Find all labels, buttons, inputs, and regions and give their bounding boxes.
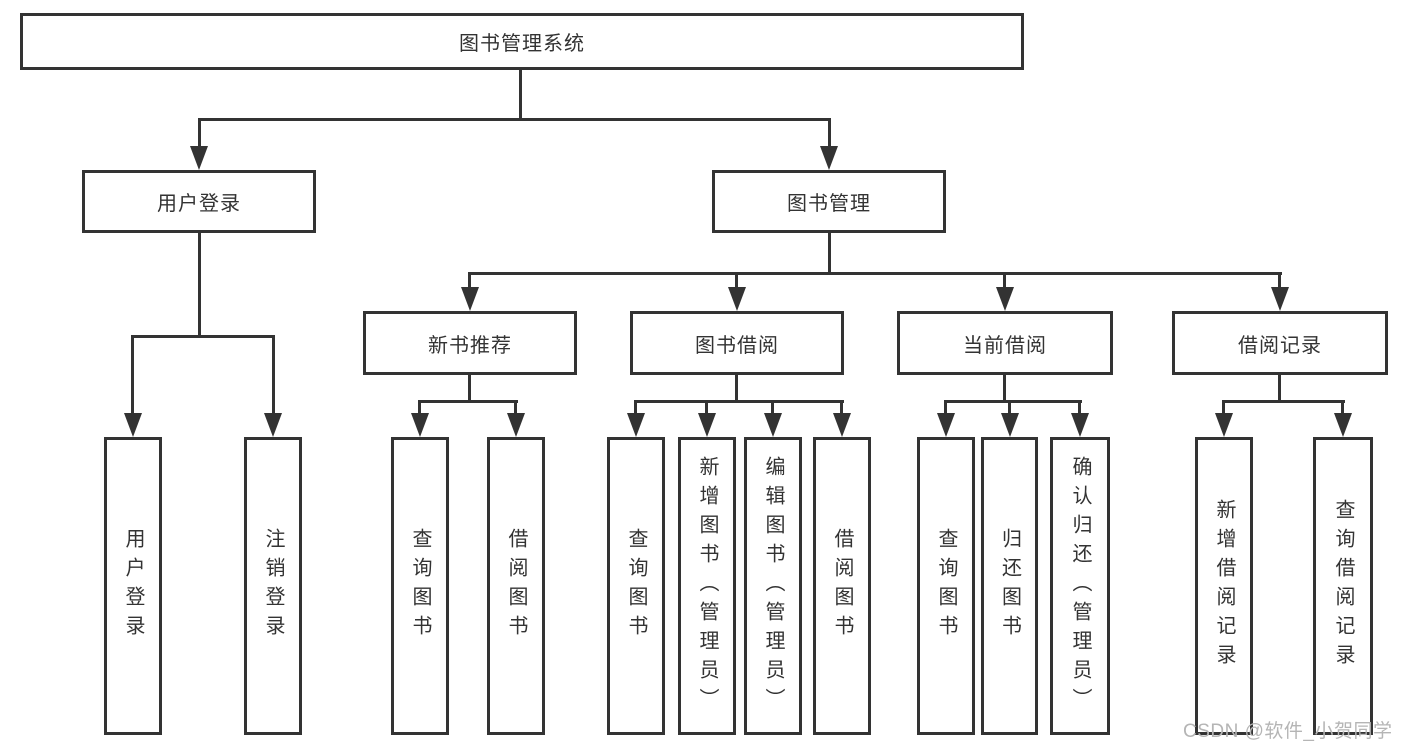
connector-vline: [735, 275, 738, 287]
connector-vline: [771, 403, 774, 413]
connector-vline: [418, 403, 421, 413]
node-label: 确认归还（管理员）: [1069, 455, 1091, 717]
connector-vline: [1222, 403, 1225, 413]
arrow-down-icon: [627, 413, 645, 437]
leaf-user-login: 用户登录: [104, 437, 162, 735]
connector-hline: [634, 400, 844, 403]
arrow-down-icon: [1271, 287, 1289, 311]
arrow-down-icon: [1215, 413, 1233, 437]
node-label: 查询图书: [625, 528, 647, 644]
connector-vline: [735, 375, 738, 403]
leaf-return-books: 归还图书: [981, 437, 1038, 735]
node-label: 借阅记录: [1238, 334, 1322, 357]
node-borrow-records: 借阅记录: [1172, 311, 1388, 375]
arrow-down-icon: [728, 287, 746, 311]
connector-vline: [840, 403, 843, 413]
connector-vline: [1003, 375, 1006, 403]
connector-vline: [519, 70, 522, 121]
arrow-down-icon: [698, 413, 716, 437]
node-label: 图书借阅: [695, 334, 779, 357]
node-user-login: 用户登录: [82, 170, 316, 233]
node-label: 当前借阅: [963, 334, 1047, 357]
connector-vline: [634, 403, 637, 413]
connector-vline: [514, 403, 517, 413]
arrow-down-icon: [1001, 413, 1019, 437]
csdn-watermark: CSDN @软件_小贺同学: [1183, 721, 1393, 742]
connector-vline: [1341, 403, 1344, 413]
node-label: 新书推荐: [428, 334, 512, 357]
node-current-borrow: 当前借阅: [897, 311, 1113, 375]
arrow-down-icon: [124, 413, 142, 437]
leaf-query-books-borrow: 查询图书: [607, 437, 665, 735]
connector-vline: [944, 403, 947, 413]
node-label: 借阅图书: [831, 528, 853, 644]
node-label: 查询借阅记录: [1332, 499, 1354, 673]
node-root: 图书管理系统: [20, 13, 1024, 70]
arrow-down-icon: [1071, 413, 1089, 437]
connector-vline: [198, 233, 201, 337]
connector-hline: [198, 118, 831, 121]
connector-hline: [468, 272, 1282, 275]
connector-hline: [418, 400, 518, 403]
arrow-down-icon: [1334, 413, 1352, 437]
connector-vline: [828, 121, 831, 146]
connector-vline: [1008, 403, 1011, 413]
arrow-down-icon: [833, 413, 851, 437]
leaf-query-books-current: 查询图书: [917, 437, 975, 735]
arrow-down-icon: [507, 413, 525, 437]
node-label: 注销登录: [262, 528, 284, 644]
connector-hline: [1222, 400, 1345, 403]
arrow-down-icon: [820, 146, 838, 170]
connector-vline: [1078, 403, 1081, 413]
connector-vline: [468, 275, 471, 287]
leaf-logout: 注销登录: [244, 437, 302, 735]
node-book-management: 图书管理: [712, 170, 946, 233]
leaf-add-borrow-record: 新增借阅记录: [1195, 437, 1253, 735]
node-new-book-recommend: 新书推荐: [363, 311, 577, 375]
node-label: 用户登录: [157, 193, 241, 215]
connector-vline: [705, 403, 708, 413]
leaf-confirm-return-admin: 确认归还（管理员）: [1050, 437, 1110, 735]
node-label: 借阅图书: [505, 528, 527, 644]
node-label: 归还图书: [998, 528, 1021, 644]
connector-hline: [944, 400, 1082, 403]
node-label: 图书管理系统: [459, 33, 585, 55]
connector-vline: [1278, 275, 1281, 287]
connector-vline: [1003, 275, 1006, 287]
arrow-down-icon: [190, 146, 208, 170]
connector-vline: [198, 121, 201, 146]
arrow-down-icon: [411, 413, 429, 437]
arrow-down-icon: [996, 287, 1014, 311]
node-label: 新增图书（管理员）: [696, 455, 718, 717]
connector-hline: [131, 335, 275, 338]
node-label: 新增借阅记录: [1213, 499, 1235, 673]
leaf-borrow-books: 借阅图书: [813, 437, 871, 735]
connector-vline: [272, 338, 275, 413]
arrow-down-icon: [937, 413, 955, 437]
node-label: 查询图书: [935, 528, 957, 644]
leaf-borrow-books-recommend: 借阅图书: [487, 437, 545, 735]
leaf-edit-books-admin: 编辑图书（管理员）: [744, 437, 802, 735]
connector-vline: [828, 233, 831, 275]
node-book-borrow: 图书借阅: [630, 311, 844, 375]
node-label: 编辑图书（管理员）: [762, 455, 784, 717]
node-label: 用户登录: [122, 528, 144, 644]
node-label: 图书管理: [787, 193, 871, 215]
node-label: 查询图书: [409, 528, 431, 644]
leaf-add-books-admin: 新增图书（管理员）: [678, 437, 736, 735]
connector-vline: [468, 375, 471, 403]
connector-vline: [1278, 375, 1281, 403]
leaf-query-books-recommend: 查询图书: [391, 437, 449, 735]
arrow-down-icon: [264, 413, 282, 437]
arrow-down-icon: [461, 287, 479, 311]
arrow-down-icon: [764, 413, 782, 437]
leaf-query-borrow-record: 查询借阅记录: [1313, 437, 1373, 735]
connector-vline: [131, 338, 134, 413]
